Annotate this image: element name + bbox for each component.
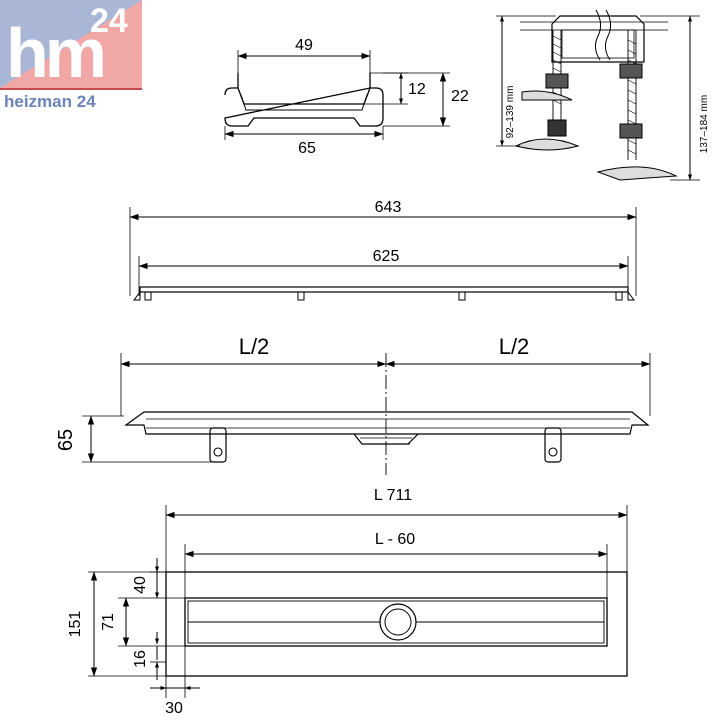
profile-outline <box>224 73 384 127</box>
drain-body <box>551 15 645 63</box>
dim-label-65-side: 65 <box>55 429 77 451</box>
drain-circle-outer <box>379 603 417 641</box>
grate-clip <box>144 291 152 301</box>
dim-label-22: 22 <box>451 88 469 105</box>
foot-left-nut <box>545 73 569 89</box>
grate-plate <box>139 286 629 293</box>
foot-right-base <box>596 166 678 181</box>
grate-clip <box>615 291 623 301</box>
dim-label-l60: L - 60 <box>375 531 415 548</box>
dim-label-l2-right: L/2 <box>499 334 530 359</box>
pipe-outlet <box>594 9 602 61</box>
logo-accent-triangle <box>0 0 142 88</box>
installation-height-view <box>496 9 700 181</box>
channel-frame-outer <box>165 571 628 677</box>
grate-length-view <box>129 207 637 301</box>
dim-label-643: 643 <box>375 199 402 216</box>
side-view <box>82 353 651 475</box>
top-view <box>88 505 628 698</box>
dim-label-71: 71 <box>100 613 117 631</box>
support-foot-left <box>209 427 227 463</box>
dim-label-49: 49 <box>295 37 313 54</box>
dim-label-l2-left: L/2 <box>239 334 270 359</box>
channel-body <box>124 411 650 435</box>
dim-label-92-139: 92–139 mm <box>505 86 516 139</box>
logo-subtitle: heizman 24 <box>4 92 96 111</box>
dim-label-625: 625 <box>373 248 400 265</box>
grate-clip <box>297 291 305 301</box>
dim-label-137-184: 137–184 mm <box>699 95 710 153</box>
support-foot-right <box>544 427 562 463</box>
dim-label-40: 40 <box>132 576 149 594</box>
logo-number: 24 <box>90 2 128 40</box>
brand-logo[interactable]: hm 24 heizman 24 <box>0 0 142 112</box>
dim-label-l711: L 711 <box>374 487 412 504</box>
dim-label-30: 30 <box>165 700 183 717</box>
foot-left-base <box>514 138 580 151</box>
profile-inner-line <box>240 94 368 111</box>
grate-clip <box>458 291 466 301</box>
channel-frame-inner <box>184 597 608 647</box>
foot-left-pad <box>521 90 573 101</box>
foot-right-nut <box>619 63 643 79</box>
drain-circle-inner <box>384 608 412 636</box>
dim-label-16: 16 <box>132 650 149 668</box>
profile-section-view <box>224 50 450 140</box>
logo-subtitle-bar: heizman 24 <box>0 88 142 112</box>
dim-label-65-profile: 65 <box>298 140 316 157</box>
dim-label-151: 151 <box>67 611 84 638</box>
logo-letters: hm <box>6 14 107 92</box>
dim-label-12: 12 <box>408 81 426 98</box>
